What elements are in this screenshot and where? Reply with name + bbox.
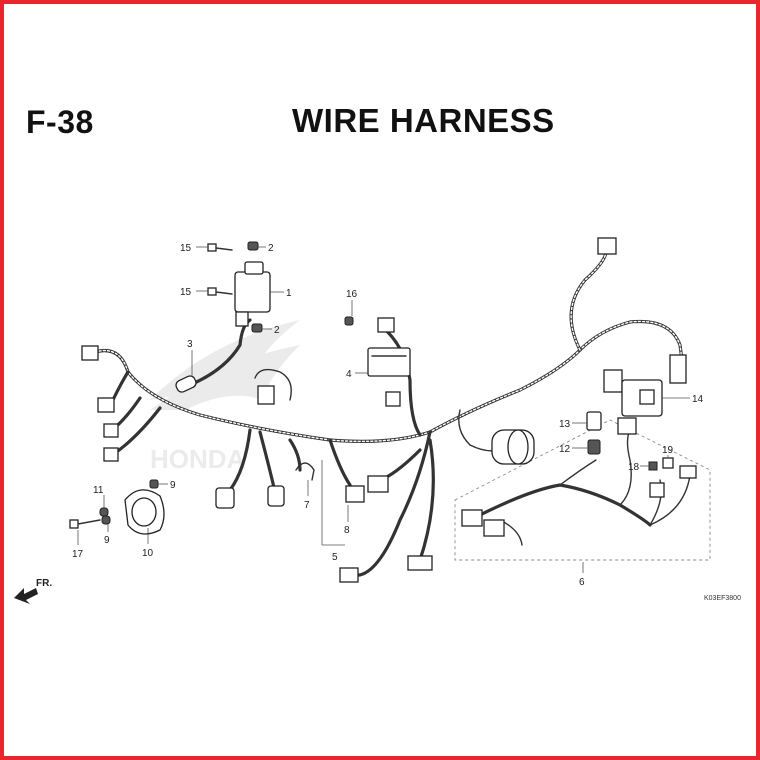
callout-13: 13 bbox=[559, 419, 571, 430]
callout-labels: 15 2 15 1 2 3 16 4 7 8 5 13 12 14 18 19 … bbox=[72, 243, 704, 588]
connector-e bbox=[257, 385, 275, 405]
callout-3: 3 bbox=[187, 339, 193, 350]
callout-9-left: 9 bbox=[104, 535, 110, 546]
diagram-title: WIRE HARNESS bbox=[292, 102, 555, 139]
callout-6: 6 bbox=[579, 577, 585, 588]
reference-code: K03EF3800 bbox=[704, 595, 741, 602]
starter-relay bbox=[491, 429, 535, 465]
sub-harness bbox=[454, 419, 711, 561]
callout-2-top: 2 bbox=[268, 243, 274, 254]
spark-plug-cap bbox=[175, 375, 197, 393]
callout-14: 14 bbox=[692, 394, 704, 405]
connector-f bbox=[215, 487, 235, 509]
connector-p bbox=[679, 465, 697, 479]
nut-top bbox=[247, 241, 259, 251]
connector-8 bbox=[345, 485, 365, 503]
callout-11: 11 bbox=[93, 485, 104, 496]
callout-2-bottom: 2 bbox=[274, 325, 280, 336]
callout-4: 4 bbox=[346, 369, 352, 380]
callout-15-bottom: 15 bbox=[180, 287, 192, 298]
honda-wing-logo: HONDA bbox=[150, 320, 300, 474]
connector-top bbox=[597, 237, 617, 255]
ignition-coil bbox=[234, 261, 271, 327]
connector-c bbox=[103, 423, 119, 438]
fuse-holder bbox=[587, 439, 601, 455]
connector-a bbox=[81, 345, 99, 361]
callout-17: 17 bbox=[72, 549, 84, 560]
callout-16: 16 bbox=[346, 289, 358, 300]
nut-9-left bbox=[101, 515, 111, 525]
fuse bbox=[586, 411, 602, 431]
callout-10: 10 bbox=[142, 548, 154, 559]
connector-m bbox=[483, 519, 505, 537]
connector-b bbox=[97, 397, 115, 413]
connector-g bbox=[267, 485, 285, 507]
horn bbox=[124, 489, 165, 535]
connector-i bbox=[385, 391, 401, 407]
callout-12: 12 bbox=[559, 444, 571, 455]
control-unit bbox=[603, 369, 663, 417]
callout-19: 19 bbox=[662, 445, 674, 456]
callout-7: 7 bbox=[304, 500, 310, 511]
direction-label: FR. bbox=[36, 578, 52, 589]
callout-9-top: 9 bbox=[170, 480, 176, 491]
washer-11 bbox=[99, 507, 109, 517]
callout-18: 18 bbox=[628, 462, 640, 473]
wire-clamp bbox=[295, 462, 315, 481]
callout-5: 5 bbox=[332, 552, 338, 563]
connector-h bbox=[367, 475, 389, 493]
connector-right bbox=[669, 354, 687, 384]
figure-code: F-38 bbox=[26, 104, 94, 140]
connector-n bbox=[617, 417, 637, 435]
clip-18 bbox=[648, 461, 658, 471]
connector-l bbox=[461, 509, 483, 527]
connector-k bbox=[407, 555, 433, 571]
honda-watermark: HONDA bbox=[150, 444, 246, 474]
nut-bottom bbox=[251, 323, 263, 333]
callout-8: 8 bbox=[344, 525, 350, 536]
front-direction-arrow: FR. bbox=[14, 578, 52, 604]
connector-d bbox=[103, 447, 119, 462]
regulator-rectifier bbox=[367, 317, 411, 377]
bolt-top bbox=[207, 243, 233, 252]
callout-1: 1 bbox=[286, 288, 292, 299]
leader-lines bbox=[77, 246, 690, 573]
clip-19 bbox=[662, 457, 674, 469]
bolt-17 bbox=[69, 519, 101, 529]
bolt-bottom bbox=[207, 287, 233, 296]
nut-9-top bbox=[149, 479, 159, 489]
connector-o bbox=[649, 482, 665, 498]
bolt-16 bbox=[344, 316, 354, 326]
callout-15-top: 15 bbox=[180, 243, 192, 254]
connector-j bbox=[339, 567, 359, 583]
